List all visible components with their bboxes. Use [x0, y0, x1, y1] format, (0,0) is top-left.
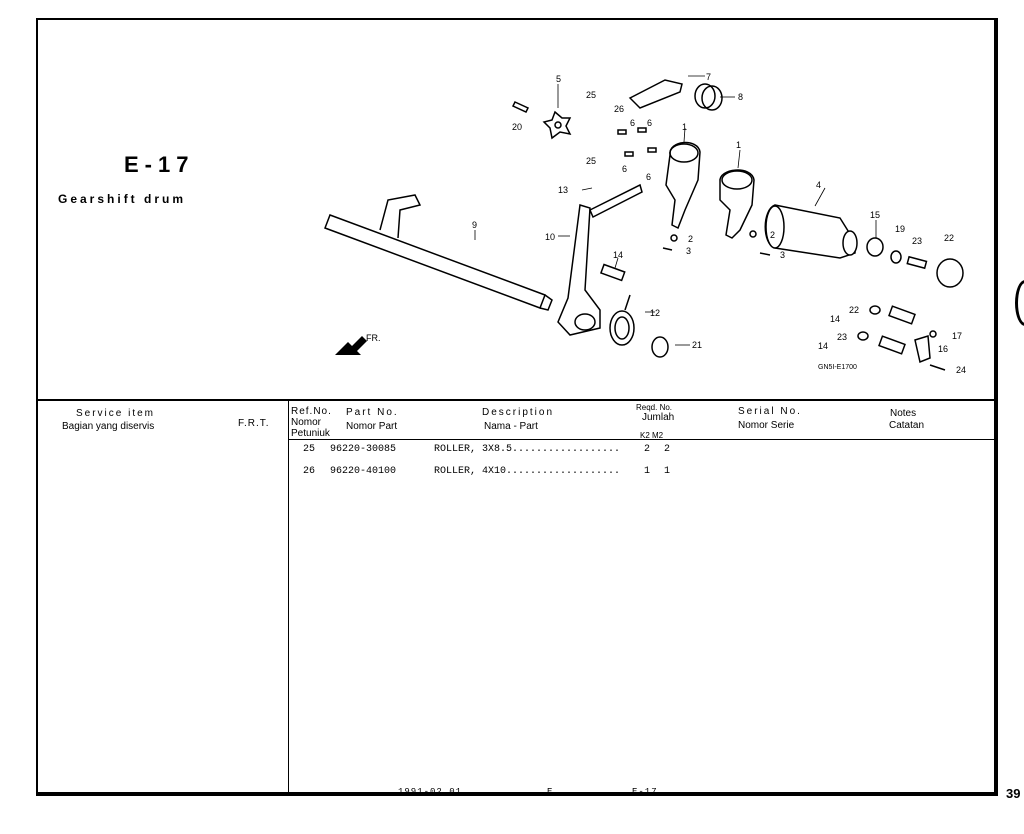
table-header-rule	[288, 439, 994, 440]
page-frame	[36, 18, 998, 796]
row-m2: 1	[664, 466, 671, 477]
return-spring	[609, 310, 635, 346]
svg-text:22: 22	[944, 233, 954, 243]
front-arrow	[335, 336, 367, 355]
svg-text:14: 14	[818, 341, 828, 351]
row-part: 96220-30085	[330, 444, 397, 455]
svg-text:22: 22	[849, 305, 859, 315]
hdr-reqd-no-id: Jumlah	[642, 412, 675, 423]
row-ref: 25	[303, 444, 316, 455]
shift-shaft	[324, 214, 546, 309]
row-k2: 2	[644, 444, 651, 455]
section-title: Gearshift drum	[58, 192, 187, 206]
svg-text:20: 20	[512, 122, 522, 132]
hdr-reqd-no: Reqd. No.	[636, 403, 673, 412]
svg-text:7: 7	[706, 72, 711, 82]
hdr-serial-no: Serial No.	[738, 406, 802, 417]
svg-text:25: 25	[586, 156, 596, 166]
svg-text:21: 21	[692, 340, 702, 350]
svg-text:10: 10	[545, 232, 555, 242]
hdr-service-item-id: Bagian yang diservis	[62, 421, 155, 432]
hdr-notes: Notes	[890, 408, 917, 419]
hdr-serial-no-id: Nomor Serie	[738, 420, 795, 431]
binding-mark	[1015, 280, 1024, 326]
hdr-description-id: Nama - Part	[484, 421, 538, 432]
svg-text:23: 23	[912, 236, 922, 246]
svg-text:1: 1	[682, 122, 687, 132]
table-top-rule	[38, 399, 994, 401]
page-number: 39	[1006, 786, 1021, 801]
footer-code: E-17	[632, 787, 658, 797]
svg-text:13: 13	[558, 185, 568, 195]
svg-text:26: 26	[614, 104, 624, 114]
svg-text:3: 3	[780, 250, 785, 260]
hdr-ref-no: Ref.No.	[291, 406, 332, 417]
svg-text:6: 6	[622, 164, 627, 174]
hdr-notes-id: Catatan	[889, 420, 925, 431]
svg-text:14: 14	[613, 250, 623, 260]
svg-text:9: 9	[472, 220, 477, 230]
footer-date: 1991-02.01	[398, 787, 463, 797]
hdr-ref-no-id2: Petuniuk	[291, 428, 330, 439]
row-m2: 2	[664, 444, 671, 455]
svg-text:14: 14	[830, 314, 840, 324]
svg-text:8: 8	[738, 92, 743, 102]
row-desc: ROLLER, 4X10...................	[434, 466, 621, 477]
svg-text:6: 6	[646, 172, 651, 182]
callout-labels: 5 25 25 26 6 6 6 6 20 7 8 1 1 4 9 10 13 …	[472, 72, 966, 375]
svg-text:2: 2	[688, 234, 693, 244]
svg-text:23: 23	[837, 332, 847, 342]
hdr-reqd-sub: K2 M2	[640, 431, 664, 440]
hdr-ref-no-id1: Nomor	[291, 417, 322, 428]
footer-letter: E	[547, 787, 554, 797]
hdr-part-no-id: Nomor Part	[346, 421, 398, 432]
parts-diagram: FR. 5 25 25 26 6 6 6 6 20 7 8 1 1 4 9 10…	[324, 72, 966, 375]
svg-text:16: 16	[938, 344, 948, 354]
row-part: 96220-40100	[330, 466, 397, 477]
hdr-part-no: Part No.	[346, 407, 399, 418]
svg-text:15: 15	[870, 210, 880, 220]
svg-text:4: 4	[816, 180, 821, 190]
svg-text:2: 2	[770, 230, 775, 240]
svg-text:6: 6	[647, 118, 652, 128]
svg-text:25: 25	[586, 90, 596, 100]
svg-text:24: 24	[956, 365, 966, 375]
svg-text:17: 17	[952, 331, 962, 341]
row-k2: 1	[644, 466, 651, 477]
hdr-service-item: Service item	[76, 408, 156, 419]
svg-text:1: 1	[736, 140, 741, 150]
stopper-plate	[542, 110, 572, 140]
section-id: E-17	[124, 152, 195, 177]
svg-text:12: 12	[650, 308, 660, 318]
svg-text:6: 6	[630, 118, 635, 128]
svg-text:19: 19	[895, 224, 905, 234]
hdr-frt: F.R.T.	[238, 418, 270, 429]
row-ref: 26	[303, 466, 316, 477]
svg-text:5: 5	[556, 74, 561, 84]
diagram-code: GN5I-E1700	[818, 364, 857, 371]
arrow-label: FR.	[366, 333, 381, 343]
svg-text:3: 3	[686, 246, 691, 256]
hdr-description: Description	[482, 407, 555, 418]
row-desc: ROLLER, 3X8.5..................	[434, 444, 621, 455]
column-divider	[288, 400, 289, 796]
shift-arm	[557, 204, 601, 336]
